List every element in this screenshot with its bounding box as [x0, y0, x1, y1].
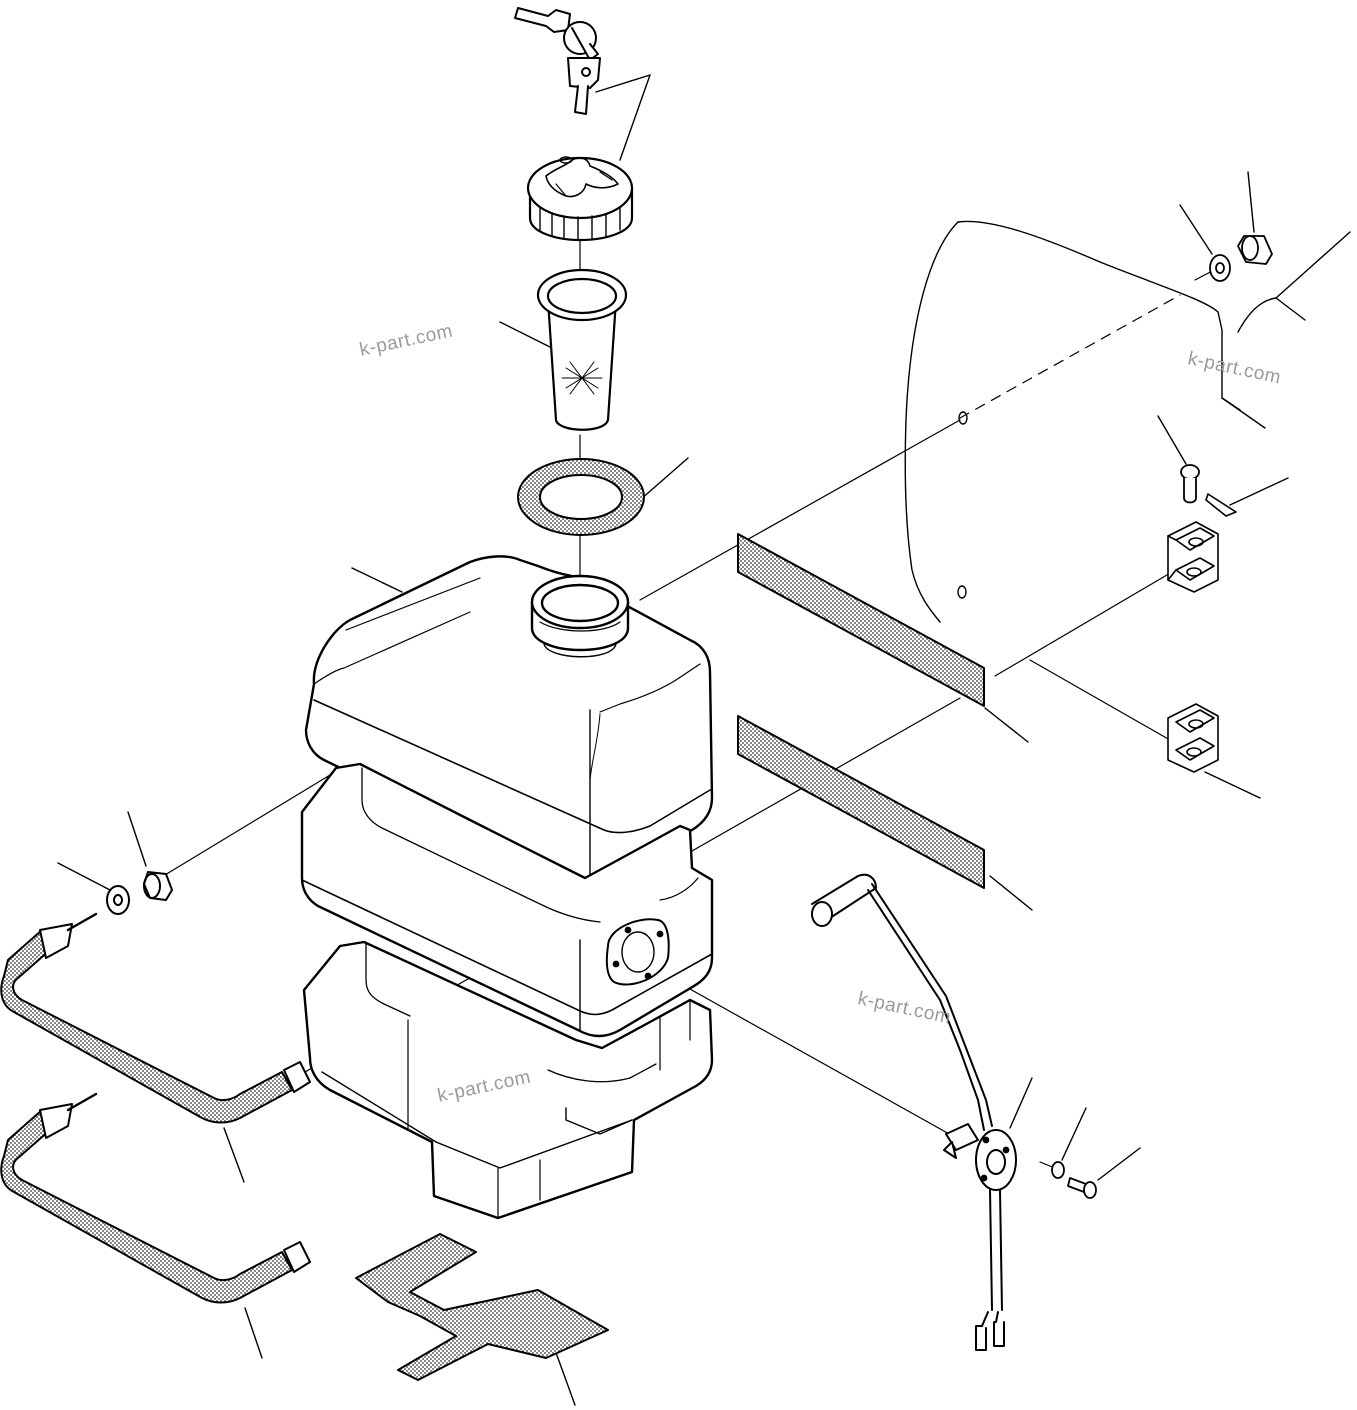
filler-strainer	[536, 268, 628, 431]
nut-upper	[1237, 235, 1273, 265]
washer	[1209, 254, 1231, 282]
rubber-pad-upper	[737, 533, 985, 707]
keys	[514, 7, 601, 115]
float-arm	[811, 873, 993, 1131]
tank-band-upper	[0, 912, 311, 1124]
tank-band-lower	[0, 1092, 311, 1304]
hinge-bracket-upper	[1167, 521, 1219, 593]
fuel-level-sender	[943, 1123, 1017, 1351]
hinge-bracket-lower	[1167, 703, 1219, 773]
bolt	[1067, 1177, 1097, 1199]
spacer-washer	[106, 885, 130, 915]
leader-lines	[57, 74, 1289, 1406]
fuel-tank	[300, 555, 714, 1220]
cover-panel	[904, 220, 1351, 623]
cotter-pin	[1205, 493, 1237, 517]
floor-pad	[355, 1233, 609, 1381]
nut	[143, 871, 173, 901]
filler-cap	[526, 156, 634, 242]
rubber-pad-lower	[737, 715, 985, 889]
cap-gasket	[517, 458, 645, 536]
pin	[1180, 464, 1200, 504]
washer-sender	[1051, 1161, 1065, 1179]
